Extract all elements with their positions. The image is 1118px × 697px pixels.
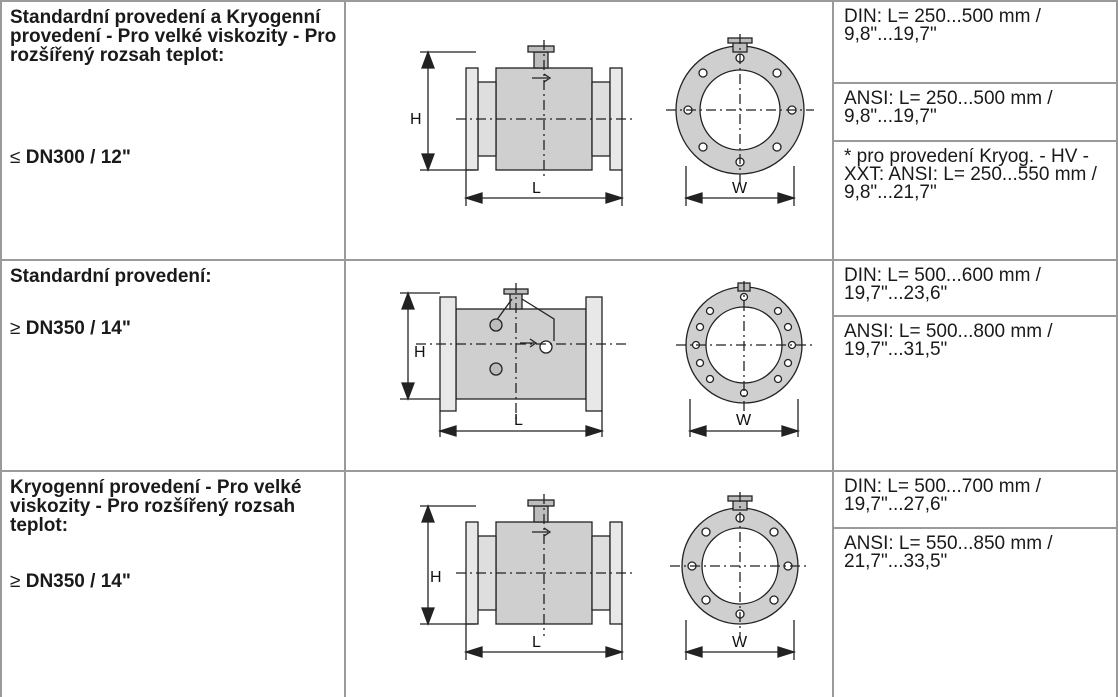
drawing-cell: H L W — [346, 259, 832, 470]
spec-din: DIN: L= 250...500 mm / 9,8"...19,7" — [844, 6, 1041, 45]
row-divider-2 — [0, 470, 1118, 472]
size-value: DN300 / 12" — [25, 147, 131, 168]
size-symbol: ≥ — [10, 318, 21, 339]
drawing-cell: H L W — [346, 0, 832, 259]
spec-cell: DIN: L= 500...700 mm / 19,7"...27,6" ANS… — [832, 470, 1118, 697]
size-value: DN350 / 14" — [25, 571, 131, 592]
nominal-size: ≥ DN350 / 14" — [10, 572, 131, 591]
dim-label-height: H — [430, 569, 442, 586]
flowmeter-drawing: H L W — [410, 34, 814, 206]
spec-din: DIN: L= 500...600 mm / 19,7"...23,6" — [844, 265, 1041, 304]
dim-label-width: W — [736, 412, 752, 429]
type-cell: Standardní provedení: ≥ DN350 / 14" — [0, 259, 346, 470]
spec-divider-1-2 — [832, 140, 1118, 142]
size-symbol: ≥ — [10, 571, 21, 592]
table-row: Kryogenní provedení - Pro velké viskozit… — [0, 470, 1118, 697]
dim-label-width: W — [732, 634, 748, 651]
spec-note: * pro provedení Kryog. - HV - XXT: ANSI:… — [844, 146, 1097, 203]
type-cell: Kryogenní provedení - Pro velké viskozit… — [0, 470, 346, 697]
dim-label-length: L — [532, 634, 541, 651]
dim-label-width: W — [732, 180, 748, 197]
spec-divider-3-1 — [832, 527, 1118, 529]
row-title: Standardní provedení a Kryogenní provede… — [10, 7, 337, 66]
spec-cell: DIN: L= 500...600 mm / 19,7"...23,6" ANS… — [832, 259, 1118, 470]
flowmeter-drawing: H L W — [420, 492, 810, 660]
row-title: Standardní provedení: — [10, 266, 212, 287]
spec-ansi: ANSI: L= 550...850 mm / 21,7"...33,5" — [844, 533, 1053, 572]
row-divider-1 — [0, 259, 1118, 261]
spec-divider-1-1 — [832, 82, 1118, 84]
table-border-top — [0, 0, 1118, 2]
dim-label-length: L — [514, 412, 523, 429]
spec-cell: DIN: L= 250...500 mm / 9,8"...19,7" ANSI… — [832, 0, 1118, 259]
dim-label-height: H — [414, 344, 426, 361]
nominal-size: ≥ DN350 / 14" — [10, 319, 131, 338]
spec-din: DIN: L= 500...700 mm / 19,7"...27,6" — [844, 476, 1041, 515]
type-cell: Standardní provedení a Kryogenní provede… — [0, 0, 346, 259]
table-row: Standardní provedení: ≥ DN350 / 14" — [0, 259, 1118, 470]
spec-divider-2-1 — [832, 315, 1118, 317]
size-symbol: ≤ — [10, 147, 21, 168]
flowmeter-drawing: H L W — [400, 281, 812, 437]
size-value: DN350 / 14" — [25, 318, 131, 339]
dim-label-height: H — [410, 111, 422, 128]
row-title: Kryogenní provedení - Pro velké viskozit… — [10, 477, 302, 536]
drawing-cell: H L W — [346, 470, 832, 697]
table-row: Standardní provedení a Kryogenní provede… — [0, 0, 1118, 259]
spec-ansi: ANSI: L= 250...500 mm / 9,8"...19,7" — [844, 88, 1053, 127]
dim-label-length: L — [532, 180, 541, 197]
nominal-size: ≤ DN300 / 12" — [10, 148, 131, 167]
spec-ansi: ANSI: L= 500...800 mm / 19,7"...31,5" — [844, 321, 1053, 360]
